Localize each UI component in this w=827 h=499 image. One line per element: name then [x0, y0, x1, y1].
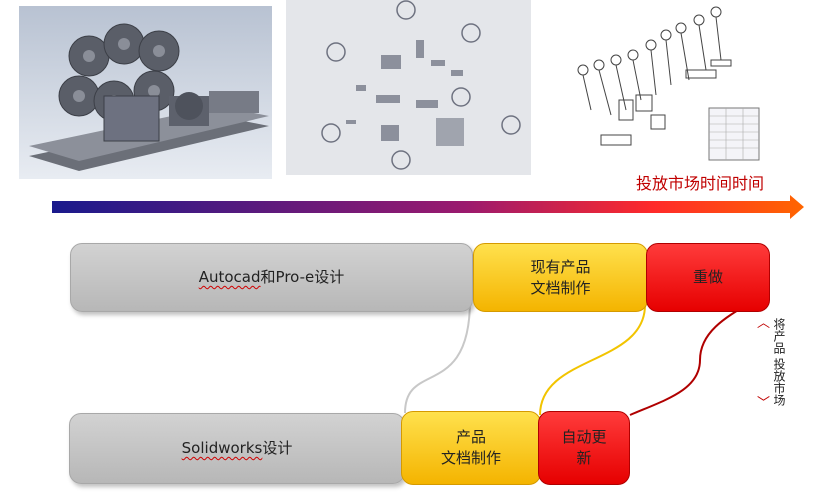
- existing-docs-line2: 文档制作: [530, 278, 591, 297]
- autocad-word: Autocad: [198, 268, 261, 286]
- machine-3d-render-image: [19, 6, 272, 179]
- product-docs-box: 产品 文档制作: [401, 411, 541, 485]
- connector-top-design-to-bottom-docs: [404, 299, 471, 414]
- release-bracket-top: ︿: [757, 315, 771, 330]
- exploded-drawing-image: [571, 0, 781, 165]
- auto-update-line1: 自动更: [561, 428, 607, 446]
- connector-top-docs-to-bottom-auto: [539, 304, 646, 416]
- product-docs-line1: 产品: [455, 428, 486, 446]
- auto-update-line2: 新: [576, 449, 592, 467]
- exploded-parts-image: [286, 0, 531, 175]
- release-to-market-label: 将产品 投放市场: [740, 318, 786, 410]
- auto-update-box: 自动更 新: [538, 411, 630, 485]
- solidworks-word: Solidworks: [181, 439, 263, 457]
- timeline-label: 投放市场时间时间: [636, 174, 765, 193]
- redo-box: 重做: [646, 243, 770, 312]
- solidworks-rest-text: 设计: [262, 439, 293, 457]
- autocad-rest-text: 和Pro-e设计: [260, 268, 345, 286]
- release-bracket-bottom: ﹀: [757, 395, 771, 410]
- release-line2: 投放市场: [772, 357, 786, 406]
- existing-docs-line1: 现有产品: [530, 257, 591, 276]
- existing-product-docs-box: 现有产品 文档制作: [473, 243, 648, 312]
- release-line1: 将产品: [772, 318, 786, 354]
- product-docs-line2: 文档制作: [440, 449, 501, 467]
- connector-redo-to-auto: [629, 299, 756, 416]
- redo-text: 重做: [692, 268, 723, 286]
